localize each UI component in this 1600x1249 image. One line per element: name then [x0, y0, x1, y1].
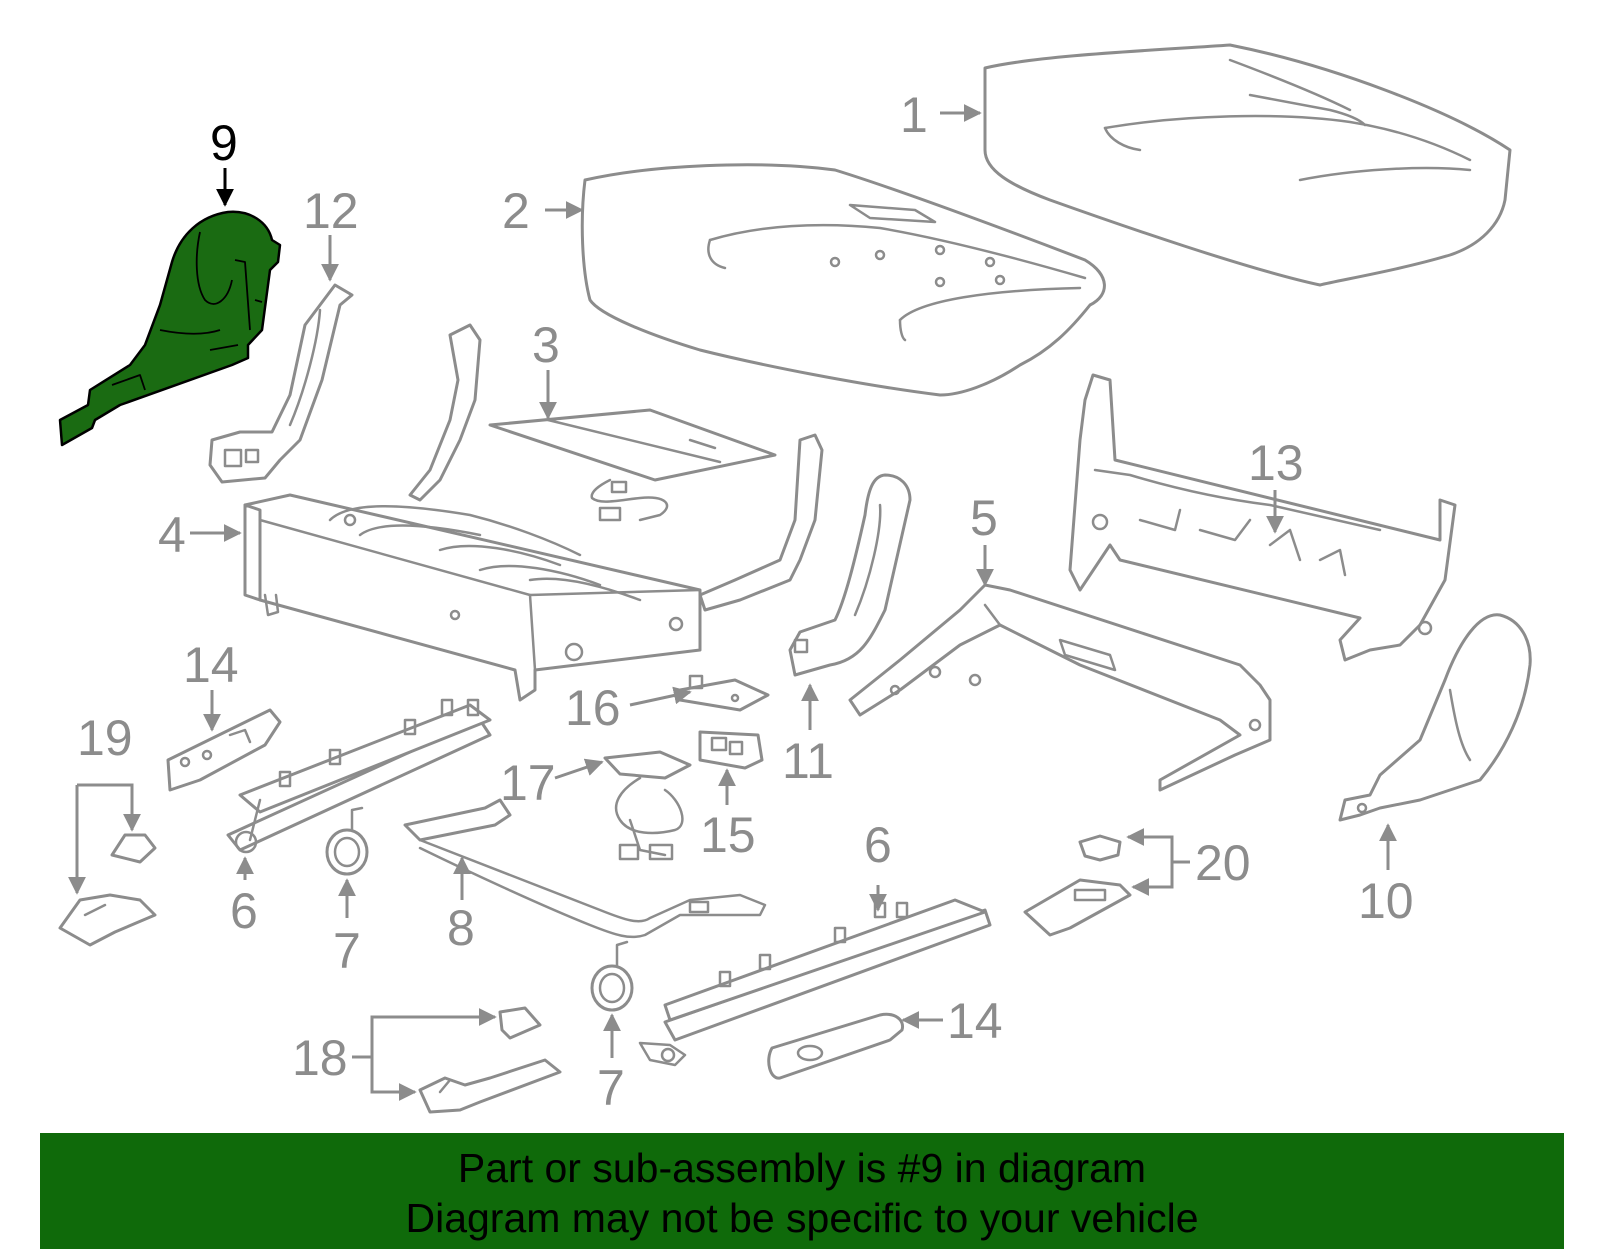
info-banner: Part or sub-assembly is #9 in diagram Di… [40, 1133, 1564, 1249]
banner-line-1: Part or sub-assembly is #9 in diagram [457, 1145, 1147, 1191]
callout-13[interactable]: 13 [1248, 435, 1304, 491]
part-20-cap-set[interactable] [1023, 834, 1132, 937]
part-9-side-shield[interactable] [58, 210, 282, 447]
callout-8[interactable]: 8 [447, 900, 475, 956]
part-14a-cover[interactable] [166, 708, 282, 792]
callout-2[interactable]: 2 [502, 183, 530, 239]
leader-lines [68, 104, 1397, 1101]
callout-4[interactable]: 4 [158, 507, 186, 563]
callout-19[interactable]: 19 [77, 710, 133, 766]
part-12-trim-panel[interactable] [208, 283, 354, 484]
callout-labels: 1 2 3 4 5 6 6 7 7 8 9 10 11 12 13 14 14 … [77, 87, 1414, 1116]
callout-6b[interactable]: 6 [864, 817, 892, 873]
part-6b-seat-track[interactable] [638, 898, 992, 1067]
callout-3[interactable]: 3 [532, 317, 560, 373]
part-8-release-bar[interactable] [403, 798, 767, 939]
part-10-side-shield[interactable] [1338, 613, 1532, 822]
callout-14a[interactable]: 14 [183, 637, 239, 693]
callout-18[interactable]: 18 [292, 1030, 348, 1086]
callout-15[interactable]: 15 [700, 807, 756, 863]
part-4-seat-frame[interactable] [243, 323, 824, 702]
part-6a-seat-track[interactable] [226, 698, 492, 854]
banner-line-2: Diagram may not be specific to your vehi… [405, 1195, 1199, 1241]
part-16-bracket[interactable] [678, 674, 770, 712]
part-5-rear-frame[interactable] [848, 583, 1272, 792]
callout-9[interactable]: 9 [210, 115, 238, 171]
callout-20[interactable]: 20 [1195, 835, 1251, 891]
callout-17[interactable]: 17 [500, 755, 556, 811]
part-19-cap-set[interactable] [58, 833, 157, 947]
callout-7a[interactable]: 7 [333, 923, 361, 979]
callout-16[interactable]: 16 [565, 680, 621, 736]
callout-7b[interactable]: 7 [597, 1060, 625, 1116]
callout-11[interactable]: 11 [782, 733, 834, 789]
part-7b-spring[interactable] [590, 940, 634, 1012]
callout-1[interactable]: 1 [900, 87, 928, 143]
callout-12[interactable]: 12 [303, 183, 359, 239]
part-1-seat-cushion-back[interactable] [983, 43, 1512, 287]
part-14b-cover[interactable] [767, 1012, 905, 1080]
part-17-harness[interactable] [603, 750, 692, 861]
part-2-seat-cushion-bottom[interactable] [580, 163, 1106, 397]
callout-10[interactable]: 10 [1358, 873, 1414, 929]
part-15-module[interactable] [698, 730, 764, 770]
callout-6a[interactable]: 6 [230, 883, 258, 939]
callout-5[interactable]: 5 [970, 490, 998, 546]
part-7a-spring[interactable] [325, 806, 369, 876]
callout-14b[interactable]: 14 [947, 993, 1003, 1049]
part-13-rear-reinforcement[interactable] [1068, 373, 1457, 662]
part-18-cap-set[interactable] [418, 1006, 562, 1114]
part-3-sensor-mat[interactable] [488, 408, 777, 522]
part-11-trim-panel[interactable] [788, 473, 912, 677]
